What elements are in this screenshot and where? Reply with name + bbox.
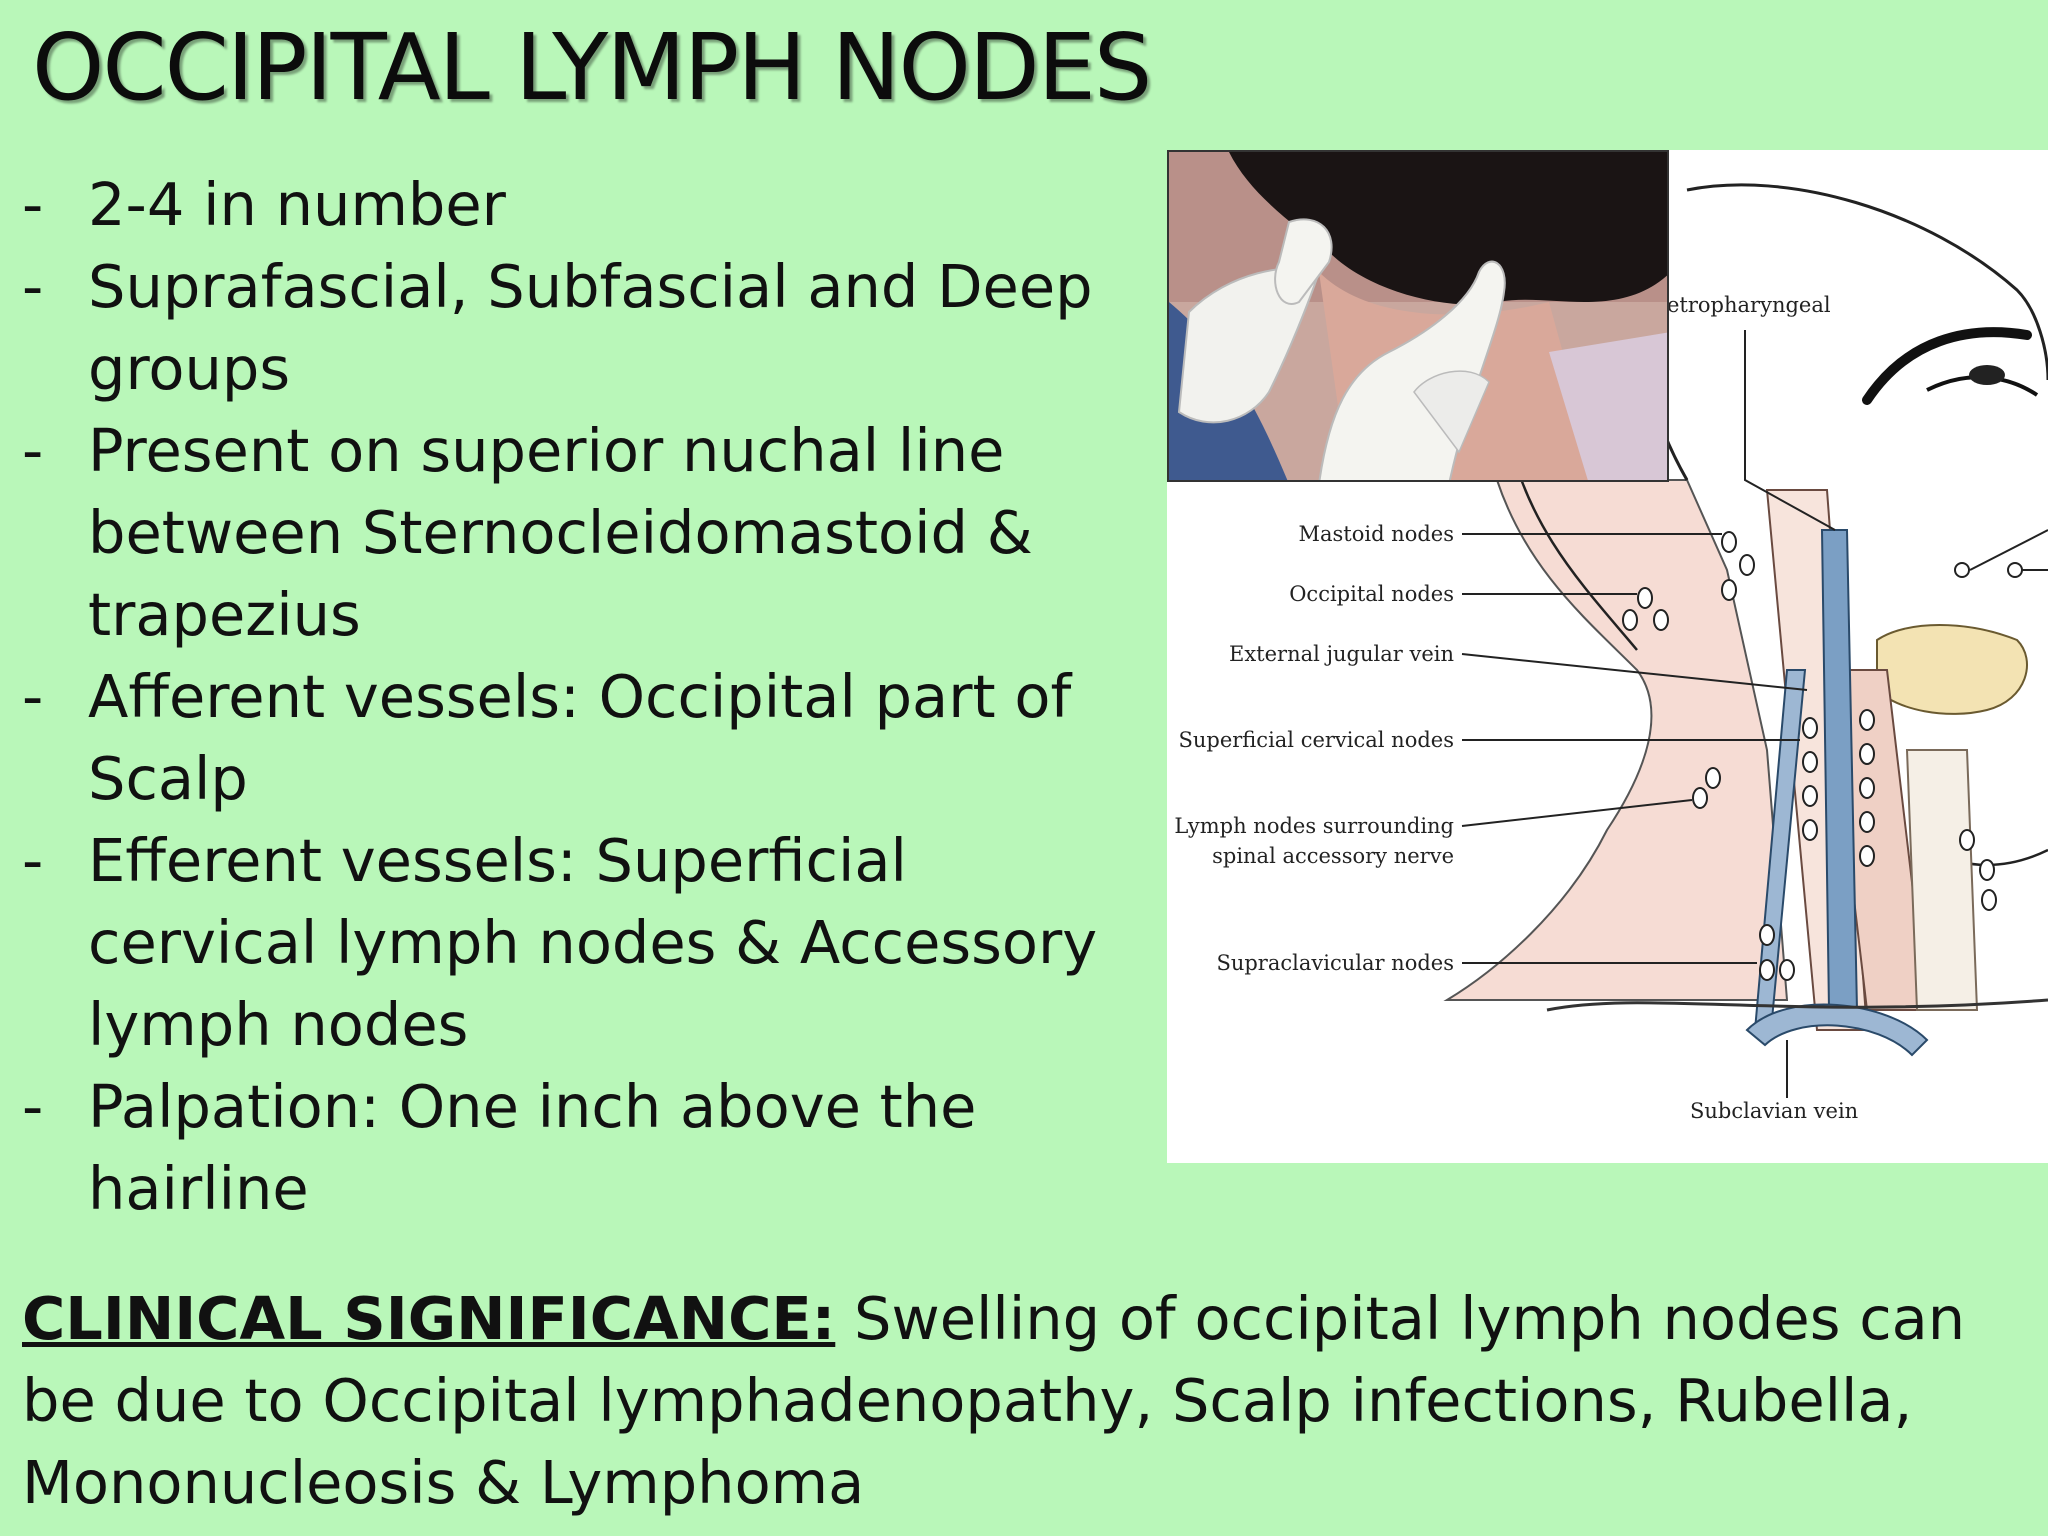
label-external-jugular-vein: External jugular vein [1229,642,1454,666]
bullet-marker: - [22,1072,44,1141]
bullet-text: Present on superior nuchal line between … [88,416,1033,649]
bullet-item: -Efferent vessels: Superficial cervical … [22,820,1132,1066]
label-accessory-nodes-line2: spinal accessory nerve [1212,844,1454,868]
bullet-text: 2-4 in number [88,170,506,239]
label-superficial-cervical-nodes: Superficial cervical nodes [1178,728,1454,752]
bullet-text: Suprafascial, Subfascial and Deep groups [88,252,1093,403]
palpation-photo [1167,150,1669,482]
clinical-significance-text: Swelling of occipital lymph nodes can be… [22,1284,1966,1517]
label-accessory-nodes-line1: Lymph nodes surrounding [1174,814,1454,838]
bullet-marker: - [22,170,44,239]
bullet-text: Efferent vessels: Superficial cervical l… [88,826,1098,1059]
bullet-item: -Palpation: One inch above the hairline [22,1066,1132,1230]
bullet-marker: - [22,416,44,485]
bullet-text: Palpation: One inch above the hairline [88,1072,977,1223]
bullet-item: -Present on superior nuchal line between… [22,410,1132,656]
label-supraclavicular-nodes: Supraclavicular nodes [1216,951,1454,975]
bullet-marker: - [22,662,44,731]
bullet-marker: - [22,252,44,321]
label-occipital-nodes: Occipital nodes [1289,582,1454,606]
clinical-significance-label: CLINICAL SIGNIFICANCE: [22,1284,836,1353]
bullet-item: -Suprafascial, Subfascial and Deep group… [22,246,1132,410]
label-retropharyngeal: etropharyngeal [1667,293,1831,317]
bullet-item: -Afferent vessels: Occipital part of Sca… [22,656,1132,820]
bullet-list: -2-4 in number -Suprafascial, Subfascial… [22,164,1132,1230]
label-mastoid-nodes: Mastoid nodes [1298,522,1454,546]
clinical-significance: CLINICAL SIGNIFICANCE: Swelling of occip… [22,1278,2022,1524]
label-subclavian-vein: Subclavian vein [1690,1099,1858,1123]
bullet-text: Afferent vessels: Occipital part of Scal… [88,662,1072,813]
slide-title: OCCIPITAL LYMPH NODES [32,14,1152,121]
bullet-item: -2-4 in number [22,164,1132,246]
bullet-marker: - [22,826,44,895]
